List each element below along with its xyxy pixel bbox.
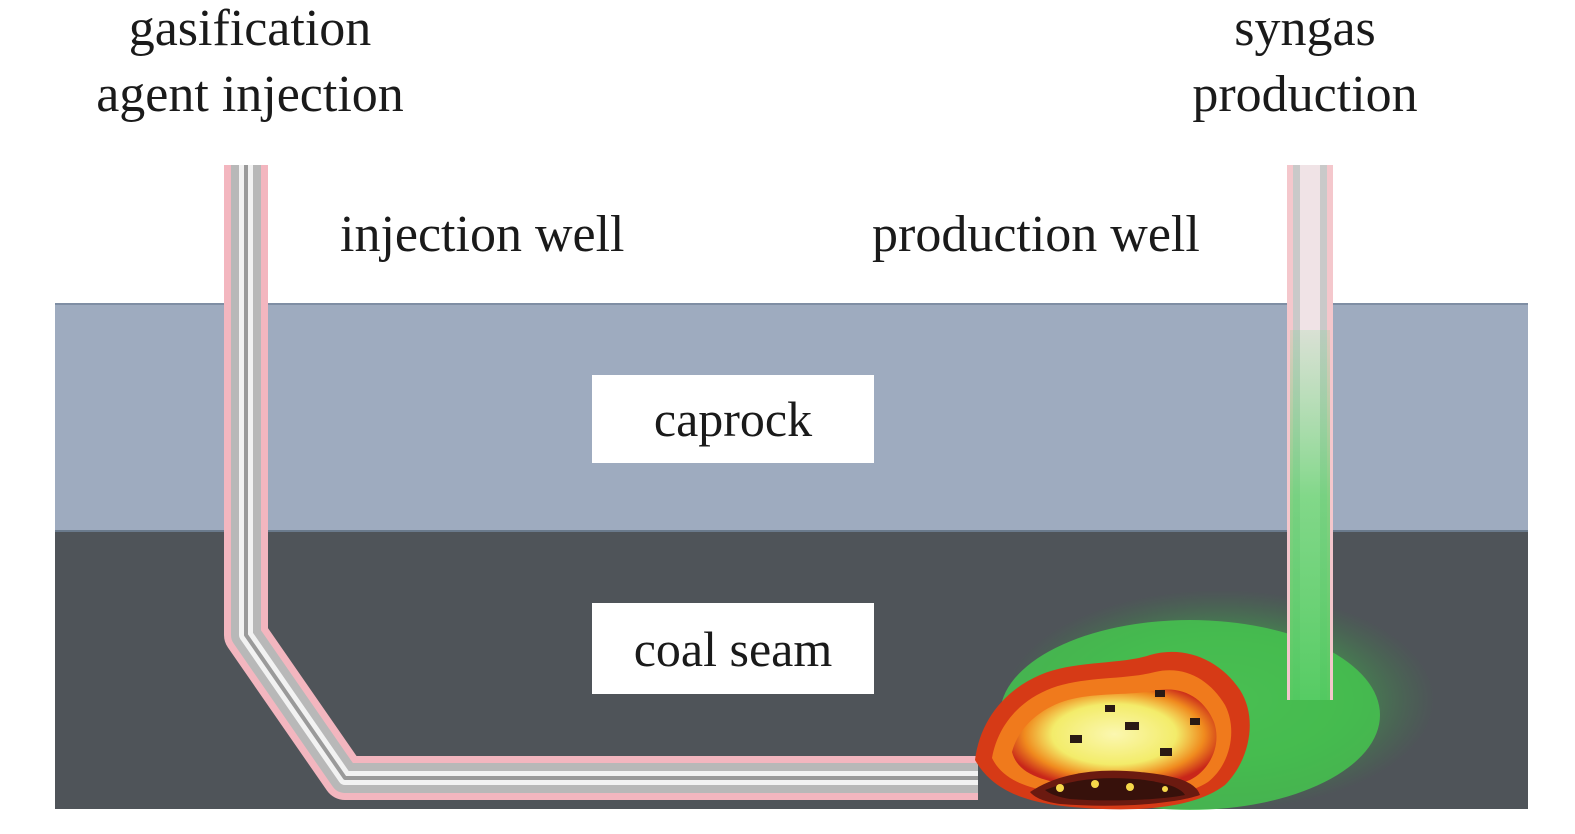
production-well-pipe bbox=[1287, 165, 1333, 700]
gasification-line-1: gasification bbox=[128, 0, 372, 57]
gasification-flame bbox=[975, 651, 1250, 810]
coal-seam-label: coal seam bbox=[633, 620, 833, 677]
coal-seam-label-box: coal seam bbox=[592, 603, 874, 694]
injection-well-label: injection well bbox=[340, 206, 625, 263]
injection-well-pipe bbox=[224, 165, 978, 800]
caprock-label: caprock bbox=[653, 391, 813, 447]
caprock-label-box: caprock bbox=[592, 375, 874, 463]
production-well-label: production well bbox=[872, 206, 1200, 263]
syngas-production-label: syngas production bbox=[1110, 0, 1500, 128]
gasification-line-2: agent injection bbox=[96, 66, 404, 123]
syngas-line-1: syngas bbox=[1234, 0, 1376, 57]
syngas-line-2: production bbox=[1192, 66, 1418, 123]
gasification-agent-injection-label: gasification agent injection bbox=[40, 0, 460, 128]
